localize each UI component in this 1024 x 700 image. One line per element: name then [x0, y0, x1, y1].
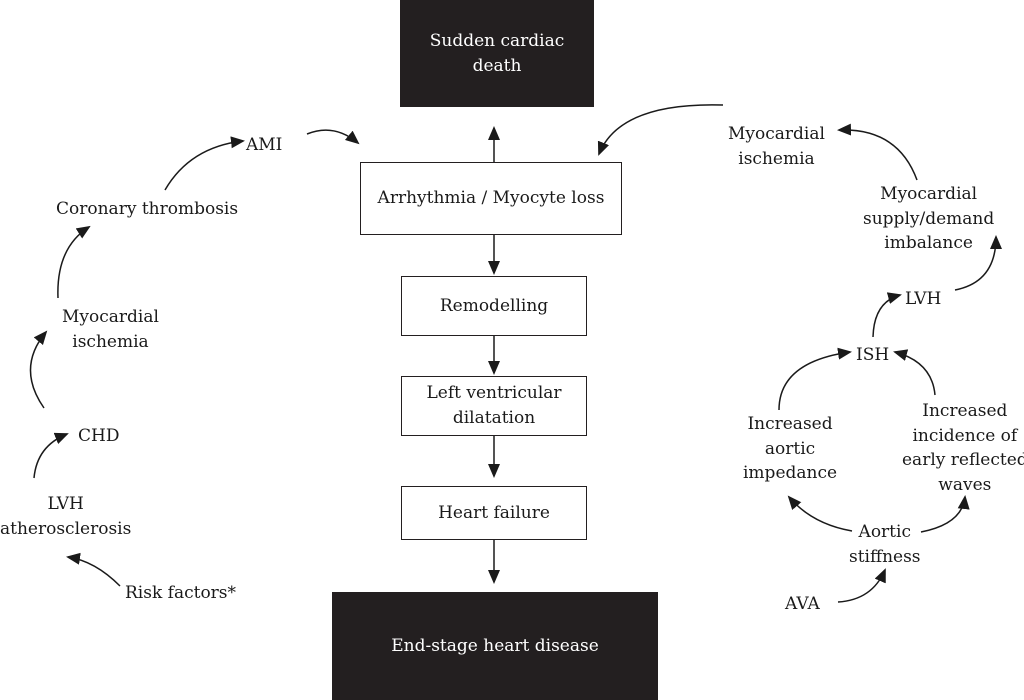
- arrow-ish-to-lvh: [872, 292, 902, 338]
- left-risk-factors-label: Risk factors*: [125, 583, 237, 603]
- arrow-ami-to-arrhythmia: [306, 129, 360, 145]
- impedance-line3: impedance: [743, 463, 838, 484]
- right-supply-demand-label: Myocardial supply/demand imbalance: [863, 182, 994, 256]
- heart-failure-label: Heart failure: [438, 502, 550, 523]
- arrow-risk-to-lvh: [66, 552, 121, 587]
- reflected-line3: early reflected: [902, 450, 1024, 471]
- remodelling-label: Remodelling: [439, 295, 549, 316]
- arrow-stiffness-to-impedance: [787, 495, 853, 532]
- sudden-cardiac-death-line1: Sudden cardiac: [429, 30, 565, 51]
- reflected-line4: waves: [938, 474, 992, 495]
- end-stage-heart-disease-label: End-stage heart disease: [391, 635, 599, 656]
- remodelling-box: Remodelling: [401, 276, 587, 336]
- impedance-line1: Increased: [747, 414, 833, 434]
- arrow-lvh-to-chd: [33, 432, 69, 479]
- left-coronary-thrombosis-label: Coronary thrombosis: [56, 199, 239, 219]
- left-myocardial-ischemia-line1: Myocardial: [62, 307, 159, 327]
- left-atherosclerosis-line: atherosclerosis: [0, 518, 132, 539]
- end-stage-heart-disease-box: End-stage heart disease: [332, 592, 658, 700]
- arrow-ava-to-stiffness: [837, 568, 886, 603]
- arrow-impedance-to-ish: [778, 347, 852, 411]
- reflected-line1: Increased: [922, 401, 1008, 421]
- supply-demand-line3: imbalance: [884, 233, 973, 254]
- arrow-supply-demand-to-ischemia: [837, 123, 918, 181]
- left-ventricular-dilatation-box: Left ventricular dilatation: [401, 376, 587, 436]
- arrow-ischemia-to-thrombosis: [57, 225, 91, 299]
- aortic-stiffness-line1: Aortic: [858, 522, 911, 542]
- right-increased-impedance-label: Increased aortic impedance: [743, 412, 837, 486]
- right-myocardial-ischemia-label: Myocardial ischemia: [728, 122, 825, 171]
- impedance-line2: aortic: [764, 438, 816, 459]
- arrhythmia-myocyte-loss-box: Arrhythmia / Myocyte loss: [360, 162, 622, 235]
- arrow-chd-to-ischemia: [29, 330, 48, 409]
- left-myocardial-ischemia-line2: ischemia: [72, 331, 149, 352]
- right-myocardial-ischemia-line1: Myocardial: [728, 124, 825, 144]
- arrow-ischemia-right-to-arrhythmia: [597, 104, 724, 156]
- arrow-thrombosis-to-ami: [164, 136, 245, 191]
- lv-dilatation-line2: dilatation: [452, 408, 536, 428]
- left-ami-label: AMI: [246, 135, 283, 155]
- aortic-stiffness-line2: stiffness: [849, 546, 921, 567]
- right-myocardial-ischemia-line2: ischemia: [738, 148, 815, 169]
- arrow-reflected-to-ish: [893, 349, 936, 396]
- left-lvh-atherosclerosis-label: LVH atherosclerosis: [0, 492, 131, 541]
- right-aortic-stiffness-label: Aortic stiffness: [849, 520, 921, 569]
- right-ish-label: ISH: [856, 345, 890, 365]
- supply-demand-line2: supply/demand: [863, 208, 995, 229]
- heart-failure-box: Heart failure: [401, 486, 587, 540]
- lv-dilatation-line1: Left ventricular: [426, 383, 562, 404]
- sudden-cardiac-death-line2: death: [472, 55, 522, 76]
- arrhythmia-myocyte-loss-label: Arrhythmia / Myocyte loss: [377, 188, 605, 209]
- left-lvh-line: LVH: [47, 494, 84, 514]
- sudden-cardiac-death-box: Sudden cardiac death: [400, 0, 594, 107]
- right-ava-label: AVA: [785, 594, 820, 614]
- left-myocardial-ischemia-label: Myocardial ischemia: [62, 305, 159, 354]
- left-chd-label: CHD: [78, 426, 120, 446]
- reflected-line2: incidence of: [912, 425, 1018, 446]
- supply-demand-line1: Myocardial: [880, 184, 978, 204]
- arrow-lvh-to-supply-demand: [954, 235, 1002, 291]
- right-lvh-label: LVH: [905, 289, 942, 309]
- arrow-stiffness-to-reflected: [920, 495, 970, 533]
- right-reflected-waves-label: Increased incidence of early reflected w…: [902, 399, 1024, 498]
